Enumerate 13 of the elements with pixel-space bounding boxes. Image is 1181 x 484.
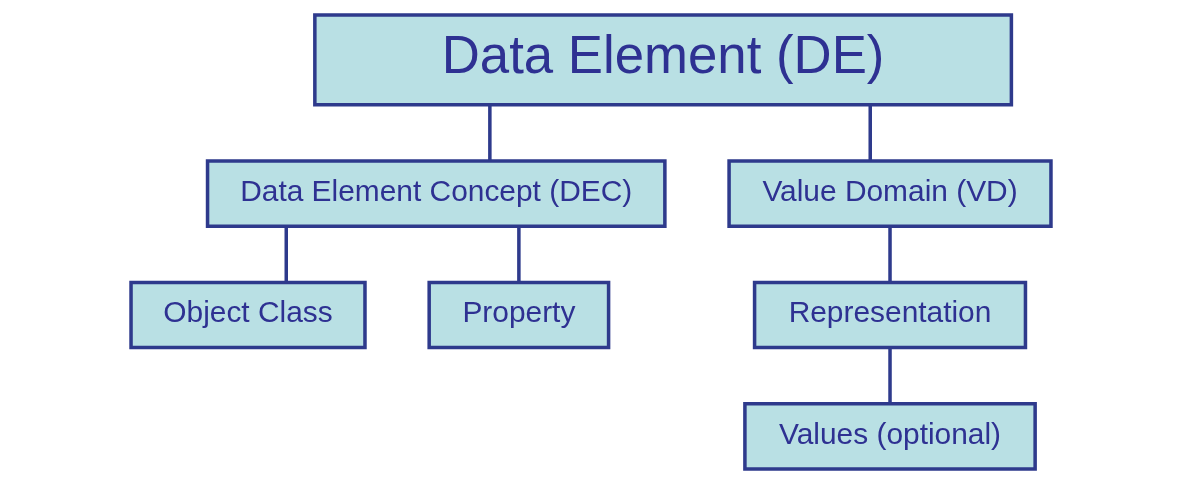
- node-box: Data Element (DE): [312, 13, 1013, 107]
- node-box: Property: [426, 280, 610, 350]
- node-box: Values (optional): [742, 402, 1037, 471]
- connector: [487, 105, 492, 161]
- node-box: Representation: [752, 280, 1027, 350]
- node-box: Object Class: [128, 280, 367, 350]
- connector: [867, 105, 872, 161]
- connector: [887, 226, 892, 282]
- connector: [887, 348, 892, 404]
- node-box: Value Domain (VD): [726, 159, 1053, 228]
- connector: [284, 226, 288, 282]
- node-box: Data Element Concept (DEC): [205, 159, 667, 228]
- connector: [516, 226, 521, 282]
